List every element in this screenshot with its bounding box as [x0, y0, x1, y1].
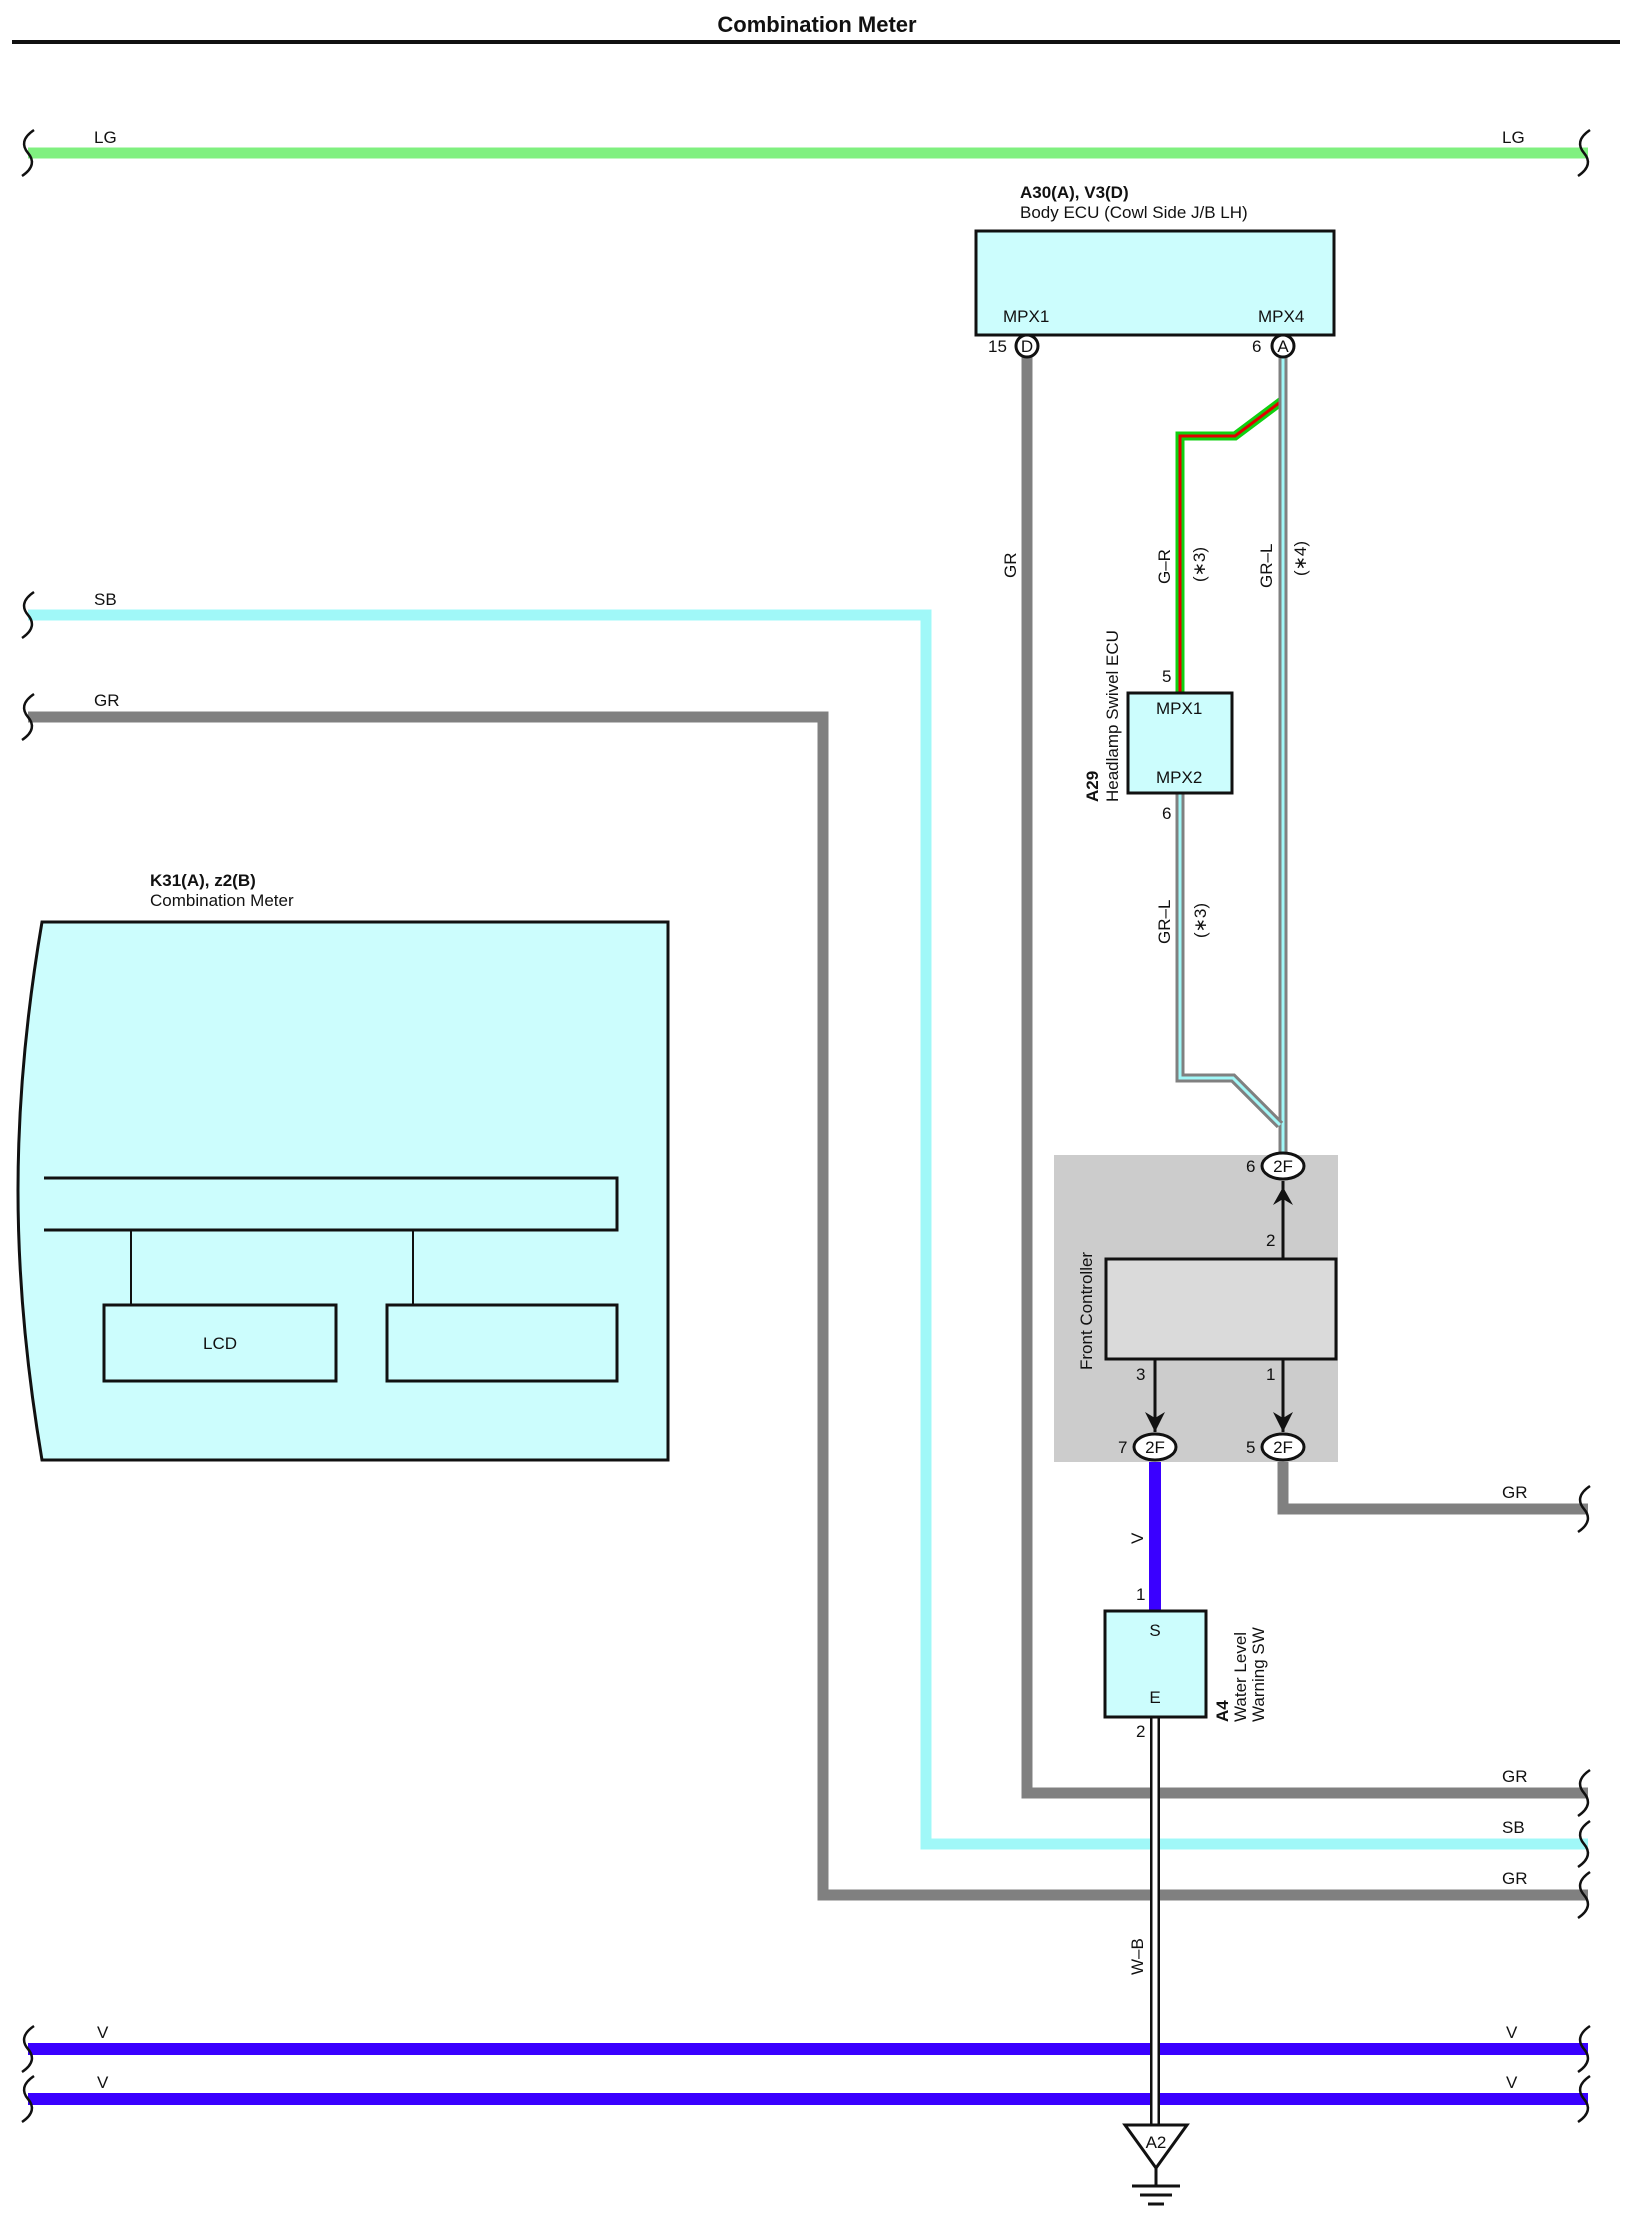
- break-mark-icon: [1577, 2074, 1591, 2124]
- headlamp-ecu-pin-6: 6: [1162, 804, 1171, 823]
- headlamp-ecu-pin-mpx1: MPX1: [1156, 699, 1202, 718]
- break-mark-icon: [21, 692, 35, 742]
- break-mark-icon: [1577, 1768, 1591, 1818]
- fc-pin-2: 2: [1266, 1231, 1275, 1250]
- wire-label-gr-l-top: GR–L: [1257, 544, 1276, 588]
- front-controller-name: Front Controller: [1077, 1252, 1096, 1370]
- arrow-up-icon: [1273, 1187, 1293, 1205]
- wire-label-sb-left: SB: [94, 590, 117, 609]
- water-sw-pin-2: 2: [1136, 1722, 1145, 1741]
- headlamp-ecu-box: [1126, 691, 1234, 795]
- wire-g-r-outer: [1175, 370, 1288, 693]
- fc-pin-1: 1: [1266, 1365, 1275, 1384]
- wire-g-r-inner: [1178, 370, 1285, 693]
- body-ecu-box: [974, 229, 1336, 337]
- wire-label-v1-left: V: [97, 2023, 109, 2042]
- break-mark-icon: [21, 590, 35, 640]
- combination-meter-name: Combination Meter: [150, 891, 294, 910]
- break-mark-icon: [1577, 128, 1591, 178]
- water-sw-code: A4: [1213, 1700, 1232, 1722]
- wire-label-lg-left: LG: [94, 128, 117, 147]
- wire-sb: [28, 609, 1588, 1850]
- wire-label-v2-left: V: [97, 2073, 109, 2092]
- connector-2f-left-no: 7: [1118, 1438, 1127, 1457]
- water-sw-box: [1103, 1609, 1208, 1719]
- lcd-label: LCD: [203, 1334, 237, 1353]
- water-sw-pin-s: S: [1149, 1621, 1160, 1640]
- headlamp-ecu-name: Headlamp Swivel ECU: [1103, 630, 1122, 802]
- connector-2f-right-label: 2F: [1273, 1438, 1293, 1457]
- break-mark-icon: [1577, 1870, 1591, 1920]
- connector-2f-left-label: 2F: [1145, 1438, 1165, 1457]
- connector-a-icon: [1270, 333, 1296, 359]
- headlamp-ecu-pin-5: 5: [1162, 667, 1171, 686]
- wire-label-gr-right-1: GR: [1502, 1767, 1528, 1786]
- break-mark-icon: [21, 2074, 35, 2124]
- wire-label-w-b: W–B: [1128, 1938, 1147, 1975]
- arrow-down-icon: [1273, 1412, 1293, 1432]
- headlamp-ecu-pin-mpx2: MPX2: [1156, 768, 1202, 787]
- break-mark-icon: [21, 2024, 35, 2074]
- wire-label-gr-right-2: GR: [1502, 1869, 1528, 1888]
- wire-gr-ecu: [1021, 346, 1588, 1799]
- water-sw-pin-e: E: [1149, 1688, 1160, 1707]
- wire-note-gr-l-mid: (∗3): [1191, 903, 1210, 938]
- meter-sub-box: [385, 1303, 619, 1383]
- water-sw-name-1: Water Level: [1231, 1632, 1250, 1722]
- connector-2f-left-icon: [1132, 1432, 1178, 1462]
- body-ecu-code: A30(A), V3(D): [1020, 183, 1129, 202]
- body-ecu-name: Body ECU (Cowl Side J/B LH): [1020, 203, 1248, 222]
- wire-gr-l-mid-inner: [1178, 793, 1282, 1127]
- connector-a-label: A: [1277, 337, 1289, 356]
- fc-pin-3: 3: [1136, 1365, 1145, 1384]
- page-title: Combination Meter: [717, 12, 917, 37]
- combination-meter-code: K31(A), z2(B): [150, 871, 256, 890]
- connector-d-icon: [1014, 333, 1040, 359]
- wire-label-sb-right: SB: [1502, 1818, 1525, 1837]
- body-ecu-pin-15: 15: [988, 337, 1007, 356]
- wire-label-v-vertical: V: [1128, 1532, 1147, 1544]
- wire-label-gr-right-2f: GR: [1502, 1483, 1528, 1502]
- wire-label-v2-right: V: [1506, 2073, 1518, 2092]
- connector-2f-top-no: 6: [1246, 1157, 1255, 1176]
- connector-2f-right-icon: [1260, 1432, 1306, 1462]
- arrow-down-icon: [1145, 1412, 1165, 1432]
- wire-label-gr-left: GR: [94, 691, 120, 710]
- wire-label-gr-vertical: GR: [1001, 553, 1020, 579]
- wire-label-v1-right: V: [1506, 2023, 1518, 2042]
- wire-note-g-r: (∗3): [1190, 547, 1209, 582]
- break-mark-icon: [1577, 2024, 1591, 2074]
- water-sw-name-2: Warning SW: [1249, 1627, 1268, 1722]
- connector-2f-top-label: 2F: [1273, 1157, 1293, 1176]
- water-sw-pin-1: 1: [1136, 1585, 1145, 1604]
- wire-label-g-r: G–R: [1155, 549, 1174, 584]
- wire-gr-left: [28, 711, 1588, 1901]
- body-ecu-pin-mpx4: MPX4: [1258, 307, 1304, 326]
- meter-bus-box: [44, 1176, 619, 1232]
- connector-2f-right-no: 5: [1246, 1438, 1255, 1457]
- body-ecu-pin-mpx1: MPX1: [1003, 307, 1049, 326]
- wire-note-gr-l-top: (∗4): [1291, 541, 1310, 576]
- front-controller-box: [1104, 1257, 1338, 1361]
- break-mark-icon: [1577, 1484, 1591, 1534]
- connector-2f-top-icon: [1260, 1151, 1306, 1181]
- lcd-box: [102, 1303, 338, 1383]
- body-ecu-pin-6: 6: [1252, 337, 1261, 356]
- ground-triangle-icon: [1122, 2123, 1190, 2171]
- headlamp-ecu-code: A29: [1083, 771, 1102, 802]
- break-mark-icon: [1577, 1819, 1591, 1869]
- ground-label: A2: [1146, 2133, 1167, 2152]
- connector-d-label: D: [1021, 337, 1033, 356]
- break-mark-icon: [21, 128, 35, 178]
- wire-gr-l-mid-outer: [1175, 793, 1284, 1129]
- wire-gr-2f: [1277, 1460, 1588, 1515]
- wire-label-lg-right: LG: [1502, 128, 1525, 147]
- wire-label-gr-l-mid: GR–L: [1155, 900, 1174, 944]
